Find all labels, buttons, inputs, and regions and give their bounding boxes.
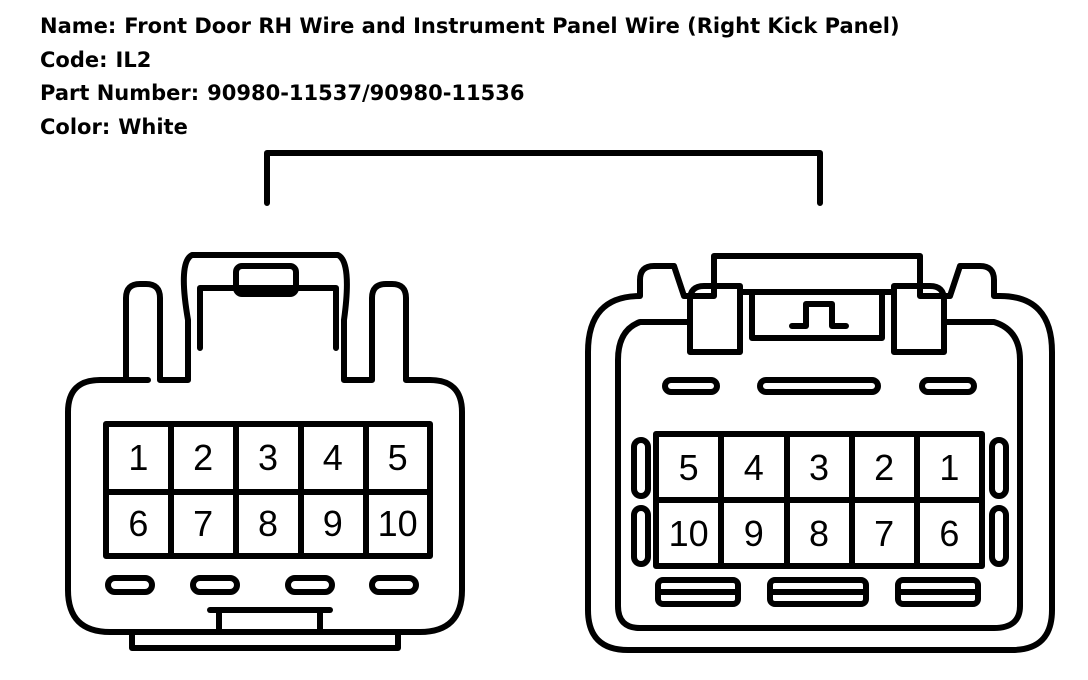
part-number-row: Part Number: 90980-11537/90980-11536 [40,77,900,111]
left-pin-4-label: 4 [323,437,343,478]
left-pin-1-label: 1 [128,437,148,478]
part-number-value: 90980-11537/90980-11536 [207,81,525,105]
left-connector [65,252,465,651]
right-pin-1-label: 1 [939,447,959,488]
color-row: Color: White [40,111,900,145]
right-top-slot [662,377,720,395]
right-side-guide [631,505,651,567]
right-pin-3-label: 3 [809,447,829,488]
left-key-slot [105,575,155,595]
right-pin-6-label: 6 [939,513,959,554]
right-side-guide [989,505,1009,567]
right-pin-2-label: 2 [874,447,894,488]
left-pin-8-label: 8 [258,503,278,544]
left-connector-body [65,252,465,635]
left-pin-6-label: 6 [128,503,148,544]
right-connector-body [585,253,1055,653]
connector-info-header: Name: Front Door RH Wire and Instrument P… [40,10,900,144]
code-label: Code: [40,47,108,72]
code-value: IL2 [115,47,152,72]
color-label: Color: [40,114,111,139]
pin-labels: 1 2 3 4 5 6 7 8 9 10 5 4 3 2 1 10 9 8 7 6 [128,437,959,554]
right-top-slot [757,377,881,395]
right-side-guide [989,437,1009,499]
right-pin-9-label: 9 [744,513,764,554]
name-value: Front Door RH Wire and Instrument Panel … [124,14,900,38]
right-top-slot [919,377,977,395]
left-pin-3-label: 3 [258,437,278,478]
left-pin-2-label: 2 [193,437,213,478]
left-lock-tab [233,263,299,297]
right-lock-tab [789,301,849,329]
right-inner-wall [615,319,1023,631]
left-pin-9-label: 9 [323,503,343,544]
right-latch-left [687,283,743,355]
right-pin-5-label: 5 [679,447,699,488]
right-pin-10-label: 10 [669,513,709,554]
right-pin-7-label: 7 [874,513,894,554]
left-key-slot [190,575,240,595]
right-connector [585,253,1055,653]
right-pin-8-label: 8 [809,513,829,554]
left-key-slot [285,575,335,595]
right-side-guide [631,437,651,499]
name-row: Name: Front Door RH Wire and Instrument P… [40,10,900,44]
left-pin-7-label: 7 [193,503,213,544]
mating-bracket [264,150,823,206]
right-latch-right [891,283,947,355]
left-pin-5-label: 5 [388,437,408,478]
code-row: Code: IL2 [40,44,900,78]
left-key-slot [369,575,419,595]
right-lock-housing [737,289,897,341]
right-pin-4-label: 4 [744,447,764,488]
name-label: Name: [40,14,117,38]
color-value: White [118,114,188,139]
left-pin-10-label: 10 [378,503,418,544]
part-number-label: Part Number: [40,81,200,105]
left-lock-frame [197,285,339,351]
left-bottom-rail [129,629,401,651]
